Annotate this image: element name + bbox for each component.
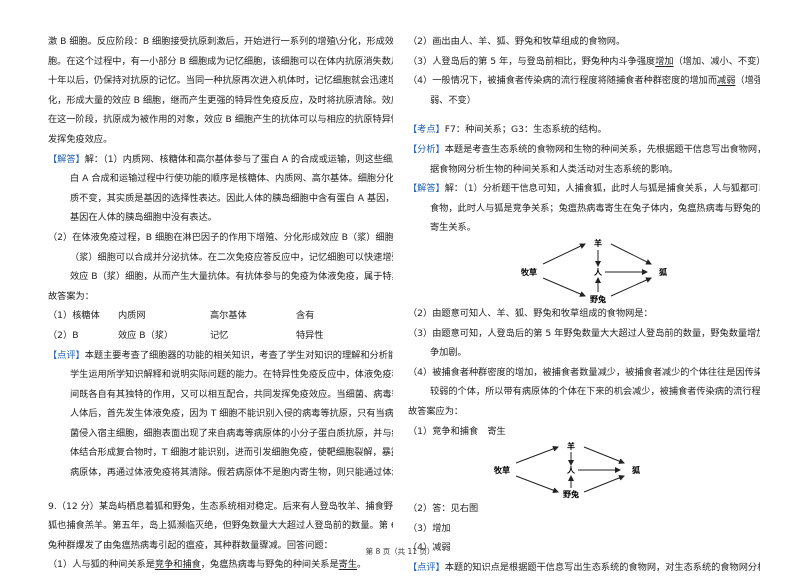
- text-span: （增加、减小、不变）: [673, 55, 760, 67]
- node-sheep: 羊: [567, 441, 575, 451]
- text-line: 寄生关系。: [430, 222, 476, 234]
- text-line: 胞。在这个过程中，有一小部分 B 细胞成为记忆细胞，该细胞可以在体内抗原消失数月…: [48, 55, 393, 67]
- answer-section: 【解答】解：（1）分析题干信息可知，人捕食狐，此时人与狐是捕食关系，人与狐都可以…: [408, 179, 760, 199]
- question-part-2: （2）画出由人、羊、狐、野兔和牧草组成的食物网。: [408, 36, 626, 47]
- answer-cell: 含有: [296, 310, 315, 322]
- text-line: 发挥免疫效应。: [48, 133, 113, 145]
- page-footer: 第 8 页（共 11 页）: [365, 547, 435, 556]
- review-tag: 【点评】: [408, 561, 445, 573]
- text-line: 在这一阶段，抗原成为被作用的对象，效应 B 细胞产生的抗体可以与相应的抗原特异性…: [48, 114, 393, 126]
- answer-cell: （1）核糖体: [48, 310, 100, 322]
- text-line: 狐也捕食羔羊。第五年，岛上狐濒临灭绝，但野兔数量大大超过人登岛前的数量。第 6 …: [48, 520, 393, 532]
- left-column: 激 B 细胞。反应阶段：B 细胞接受抗原刺激后，开始进行一系列的增殖\分化，形成…: [48, 32, 393, 575]
- text-line: 人体后，首先发生体液免疫，因为 T 细胞不能识别入侵的病毒等抗原，只有当病毒或胞…: [70, 408, 393, 420]
- question-score: （12 分）: [56, 500, 99, 512]
- food-web-diagram-answer: 羊 人 狐 牧草 野兔: [408, 441, 760, 499]
- text-line: F7：种间关系；G3：生态系统的结构。: [444, 124, 607, 136]
- text-line: 争加剧。: [430, 347, 467, 359]
- answer-tag: 【解答】: [48, 153, 85, 165]
- text-span: （4）一般情况下，被捕食者传染病的流行程度将随捕食者种群密度的增加而: [408, 75, 718, 87]
- text-line: 解：（1）分析题干信息可知，人捕食狐，此时人与狐是捕食关系，人与狐都可以羊为: [444, 183, 760, 195]
- text-line: 病原体，再通过体液免疫将其清除。假若病原体不是胞内寄生物，则只能通过体液免疫。: [70, 467, 393, 479]
- text-line: 基因在人体的胰岛细胞中没有表达。: [70, 212, 217, 224]
- question-part-4: （4）一般情况下，被捕食者传染病的流行程度将随捕食者种群密度的增加而减弱（增强、…: [408, 71, 760, 91]
- text-line: 据食物网分析生物的种间关系和人类活动对生态系统的影响。: [430, 163, 679, 175]
- text-line: 本题是考查生态系统的食物网和生物的种间关系，先根据题干信息写出食物网，然后根: [444, 143, 760, 155]
- answer-cell: （2）B: [48, 329, 79, 341]
- text-line: 本题的知识点是根据题干信息写出生态系统的食物网，对生态系统的食物网分析其种间: [444, 561, 760, 573]
- text-line: （4）减弱: [408, 542, 451, 554]
- question-part-3: （3）人登岛后的第 5 年，与登岛前相比，野兔种内斗争强度增加（增加、减小、不变…: [408, 52, 760, 72]
- answer-blank: 减弱: [717, 75, 736, 87]
- text-line: 激 B 细胞。反应阶段：B 细胞接受抗原刺激后，开始进行一系列的增殖\分化，形成…: [48, 36, 393, 47]
- text-line: 解：（1）内质网、核糖体和高尔基体参与了蛋白 A 的合成或运输，则这些细胞器在蛋: [84, 153, 393, 165]
- test-point-tag: 【考点】: [408, 124, 445, 136]
- text-line: 兔种群爆发了由兔瘟热病毒引起的瘟疫，其种群数量骤减。回答问题：: [48, 539, 333, 551]
- review-section: 【点评】本题的知识点是根据题干信息写出生态系统的食物网，对生态系统的食物网分析其…: [408, 558, 760, 577]
- text-line: （2）由题意可知人、羊、狐、野兔和牧草组成的食物网是：: [408, 307, 653, 319]
- review-tag: 【点评】: [48, 349, 85, 361]
- node-rabbit: 野兔: [563, 489, 579, 499]
- question-9: 9.（12 分）某岛屿栖息着狐和野兔，生态系统相对稳定。后来有人登岛牧羊、捕食野…: [48, 497, 393, 517]
- node-human: 人: [567, 465, 576, 475]
- text-line: 故答案为：: [48, 290, 94, 302]
- text-line: 菌侵入宿主细胞，细胞表面出现了来自病毒等病原体的小分子蛋白质抗原，并与细胞表面的…: [70, 427, 393, 439]
- answer-row: （1）核糖体 内质网 高尔基体 含有: [48, 306, 393, 326]
- answer-row: （2）B 效应 B（浆） 记忆 特异性: [48, 326, 393, 346]
- text-span: （增强、减: [735, 75, 760, 87]
- text-line: （3）增加: [408, 522, 451, 534]
- text-line: 化，形成大量的效应 B 细胞，继而产生更强的特异性免疫反应，及时将抗原清除。效应…: [48, 94, 393, 106]
- text-line: （2）在体液免疫过程，B 细胞在淋巴因子的作用下增殖、分化形成效应 B（浆）细胞…: [48, 231, 393, 243]
- text-line: 本题主要考查了细胞器的功能的相关知识，考查了学生对知识的理解和分析能力，培养: [84, 349, 393, 361]
- answer-cell: 内质网: [118, 310, 146, 322]
- text-line: 学生运用所学知识解释和说明实际问题的能力。在特异性免疫反应中，体液免疫和细胞免疫…: [70, 369, 393, 381]
- text-line: 间既各自有其独特的作用，又可以相互配合，共同发挥免疫效应。当细菌、病毒等病原体侵…: [70, 388, 393, 400]
- node-fox: 狐: [659, 267, 667, 277]
- text-line: 食物，此时人与狐是竞争关系；兔瘟热病毒寄生在兔子体内，兔瘟热病毒与野兔的种间关系…: [430, 202, 760, 214]
- text-line: 效应 B（浆）细胞，从而产生大量抗体。有抗体参与的免疫为体液免疫，属于特异性免疫…: [70, 271, 393, 283]
- text-line: 弱、不变）: [430, 94, 476, 106]
- answer-cell: 效应 B（浆）: [118, 329, 174, 341]
- answer-blank: 增加: [655, 55, 674, 67]
- text-line: 十年以后，仍保持对抗原的记忆。当同一种抗原再次进入机体时，记忆细胞就会迅速增殖、…: [48, 75, 393, 87]
- answer-tag: 【解答】: [408, 183, 445, 195]
- answer-cell: 特异性: [296, 329, 324, 341]
- answer-cell: 记忆: [210, 329, 229, 341]
- node-grass: 牧草: [494, 465, 510, 475]
- text-line: 某岛屿栖息着狐和野兔，生态系统相对稳定。后来有人登岛牧羊、捕食野兔和狐，: [98, 500, 393, 512]
- text-line: （3）由题意可知，人登岛后的第 5 年野兔数量大大超过人登岛前的数量，野兔数量增…: [408, 327, 760, 339]
- question-part-1: （1）人与狐的种间关系是竞争和捕食，兔瘟热病毒与野兔的种间关系是寄生。: [48, 555, 393, 575]
- food-web-diagram: 羊 人 狐 牧草 野兔: [408, 238, 760, 304]
- question-number: 9.: [48, 500, 57, 512]
- text-line: 质不变，其实质是基因的选择性表达。因此人体的胰岛细胞中含有蛋白 A 基因，只是蛋…: [70, 192, 393, 204]
- answer-cell: 高尔基体: [210, 310, 247, 322]
- review-section: 【点评】本题主要考查了细胞器的功能的相关知识，考查了学生对知识的理解和分析能力，…: [48, 346, 393, 366]
- text-line: 白 A 合成和运输过程中行使功能的顺序是核糖体、内质网、高尔基体。细胞分化的过程…: [70, 173, 393, 185]
- answer-section: 【解答】解：（1）内质网、核糖体和高尔基体参与了蛋白 A 的合成或运输，则这些细…: [48, 150, 393, 170]
- text-line: （浆）细胞可以合成并分泌抗体。在二次免疫应答反应中，记忆细胞可以快速增殖、分化形…: [70, 251, 393, 263]
- text-span: （3）人登岛后的第 5 年，与登岛前相比，野兔种内斗争强度: [408, 55, 656, 67]
- text-line: 体结合形成复合物时，T 细胞才能识别，进而引发细胞免疫，使靶细胞裂解，暴露出隐藏…: [70, 447, 393, 459]
- text-line: 故答案应为：: [408, 405, 464, 417]
- text-line: （4）被捕食者种群密度的增加，被捕食者数量减少，被捕食者减少的个体往往是因传染病…: [408, 366, 760, 378]
- text-line: （1）竞争和捕食 寄生: [408, 425, 506, 437]
- node-grass: 牧草: [521, 267, 537, 277]
- text-line: 较弱的个体，所以带有病原体的个体在下来的机会减少，被捕食者传染病的流行程度减弱。: [430, 386, 760, 398]
- test-point-section: 【考点】F7：种间关系；G3：生态系统的结构。: [408, 120, 760, 140]
- right-column: （2）画出由人、羊、狐、野兔和牧草组成的食物网。 （3）人登岛后的第 5 年，与…: [408, 32, 760, 577]
- node-rabbit: 野兔: [590, 294, 606, 304]
- node-fox: 狐: [632, 465, 640, 475]
- node-sheep: 羊: [594, 238, 602, 248]
- text-line: （2）答：见右图: [408, 503, 479, 515]
- analysis-section: 【分析】本题是考查生态系统的食物网和生物的种间关系，先根据题干信息写出食物网，然…: [408, 140, 760, 160]
- analysis-tag: 【分析】: [408, 143, 445, 155]
- node-human: 人: [594, 267, 603, 277]
